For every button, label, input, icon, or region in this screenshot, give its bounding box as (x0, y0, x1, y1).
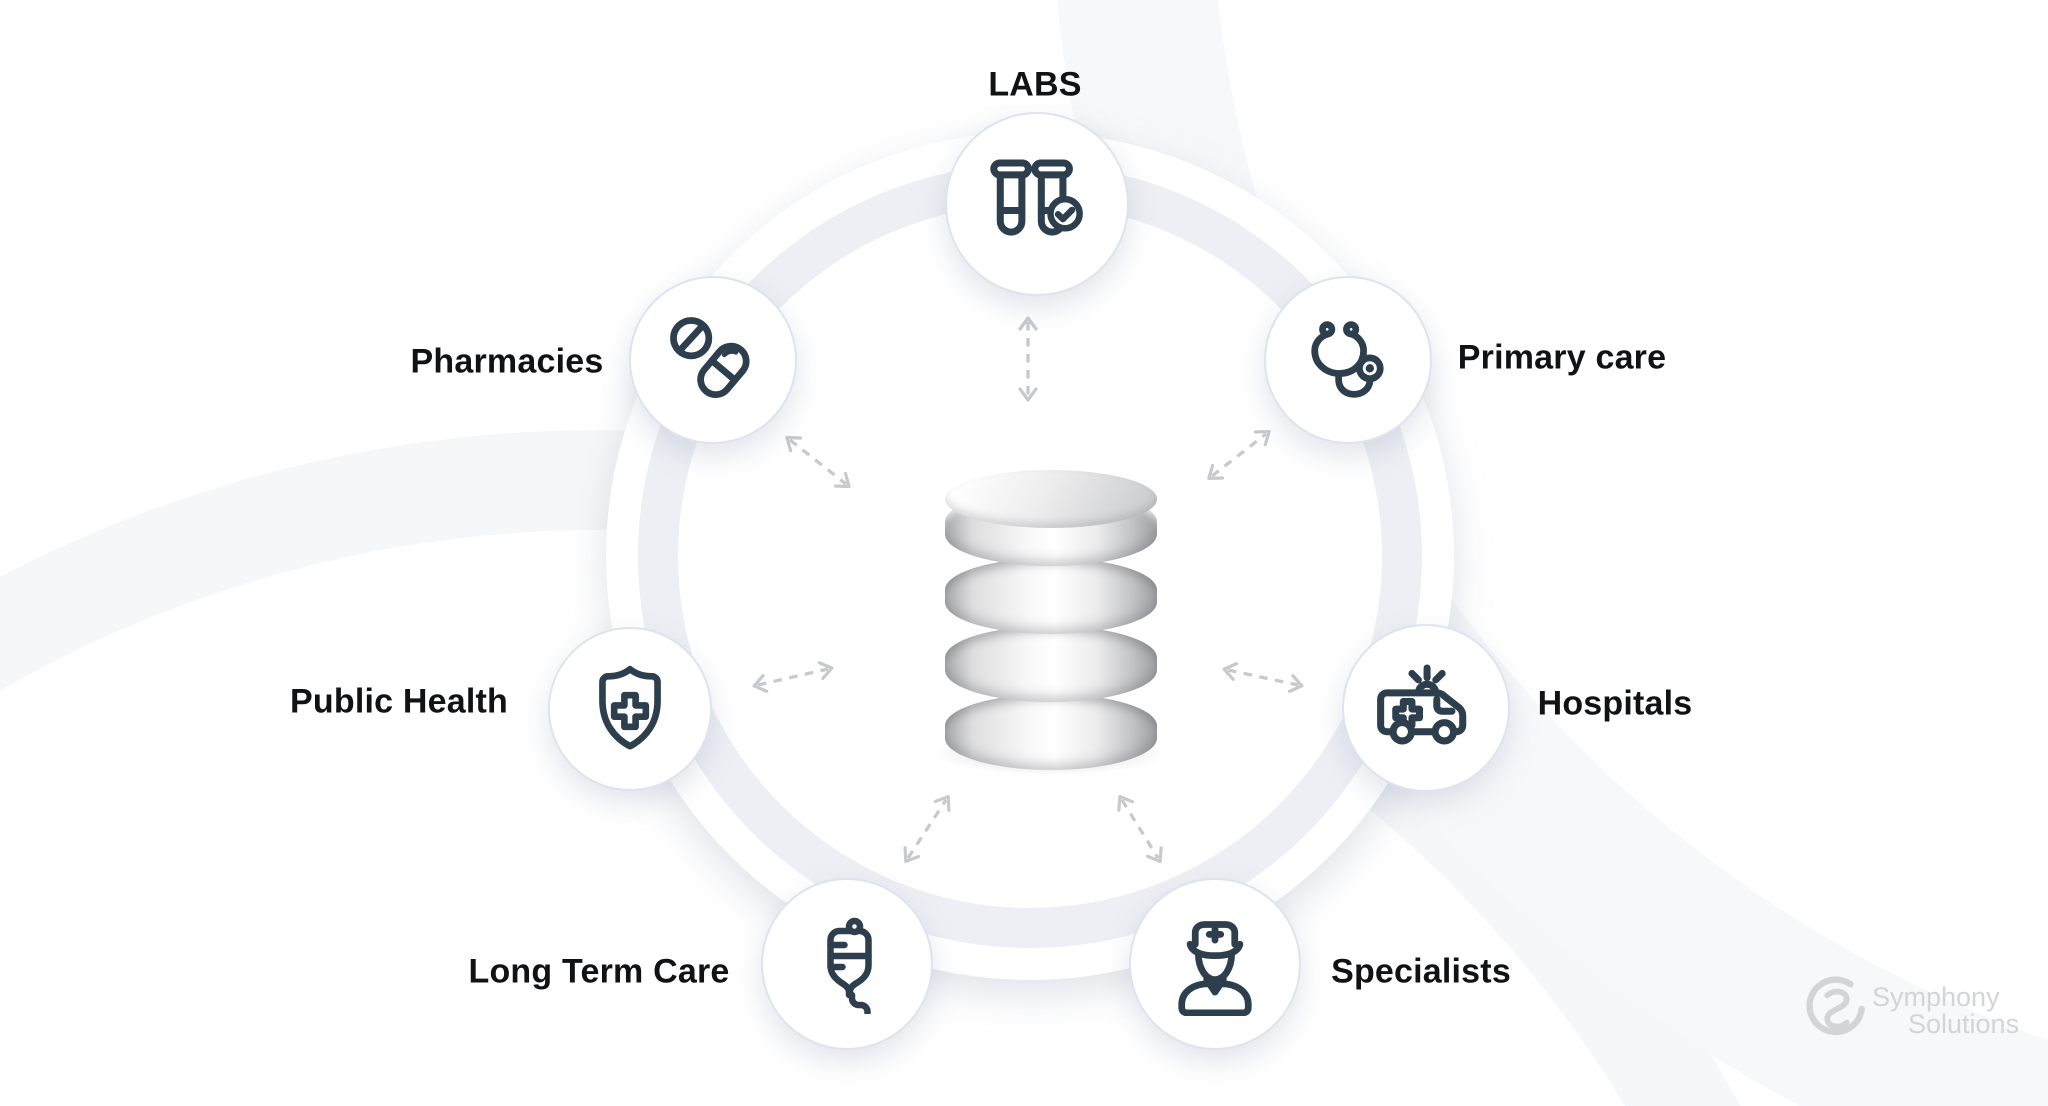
database-top-cap (945, 470, 1157, 528)
logo-text: Symphony Solutions (1872, 982, 2020, 1039)
label-pharmacies: Pharmacies (410, 342, 604, 381)
label-long-term-care: Long Term Care (468, 952, 730, 991)
arrow-hospitals (1222, 662, 1304, 693)
arrow-primary-care (1207, 429, 1271, 481)
symphony-swirl-icon (1806, 976, 1865, 1036)
ambulance-icon (1377, 664, 1467, 745)
node-hospitals (1342, 624, 1510, 792)
arrow-pharmacies (785, 435, 851, 489)
label-labs: LABS (988, 65, 1082, 104)
doctor-icon (1178, 921, 1252, 1016)
arrow-specialists (1117, 795, 1163, 863)
arrow-public-health (752, 661, 834, 693)
arrow-long-term-care (903, 795, 951, 863)
label-primary-care: Primary care (1457, 338, 1667, 377)
shield-cross-icon (599, 665, 661, 750)
node-public-health (548, 627, 712, 791)
test-tubes-icon (990, 159, 1083, 236)
pills-icon (670, 317, 750, 399)
node-pharmacies (629, 276, 797, 444)
logo-line1: Symphony (1872, 982, 2000, 1012)
stethoscope-icon (1311, 321, 1384, 398)
label-hospitals: Hospitals (1537, 684, 1693, 723)
node-primary-care (1264, 276, 1432, 444)
node-labs (945, 112, 1129, 296)
logo-line2: Solutions (1908, 1009, 2020, 1039)
label-public-health: Public Health (290, 682, 508, 721)
iv-drip-icon (827, 917, 872, 1014)
database-graphic (931, 470, 1171, 776)
symphony-solutions-logo: Symphony Solutions (1806, 976, 2019, 1038)
node-long-term-care (761, 878, 933, 1050)
label-specialists: Specialists (1331, 952, 1511, 991)
node-specialists (1129, 878, 1301, 1050)
